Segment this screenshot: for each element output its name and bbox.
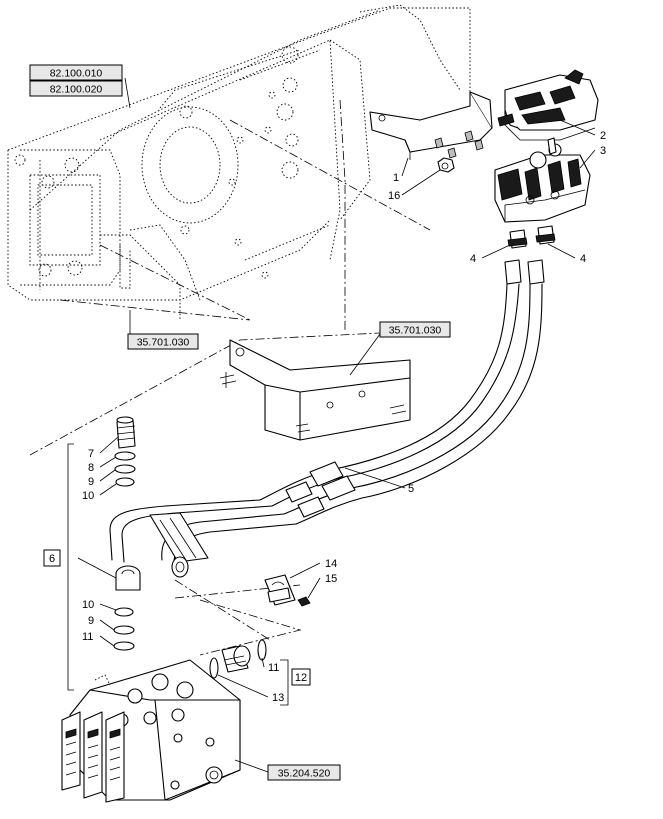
ref-box-frame-2[interactable]: 82.100.020 — [29, 80, 123, 97]
pipe-clamp — [264, 574, 311, 607]
callout-9-bottom: 9 — [88, 615, 94, 627]
ref-label-frame-1: 82.100.010 — [50, 68, 103, 80]
control-valve — [61, 659, 241, 803]
ref-box-bracket-right[interactable]: 35.701.030 — [379, 321, 451, 338]
callout-7: 7 — [88, 448, 94, 460]
callout-12: 12 — [295, 672, 307, 684]
callout-3: 3 — [600, 145, 606, 157]
adapter-fitting — [209, 639, 267, 679]
valve-cover — [497, 69, 599, 141]
callout-6: 6 — [49, 553, 55, 565]
ref-box-bracket-left[interactable]: 35.701.030 — [127, 333, 199, 350]
upper-bracket — [369, 91, 493, 160]
callout-13: 13 — [272, 692, 284, 704]
ref-label-valve: 35.204.520 — [278, 768, 331, 780]
valve-mount-bracket — [219, 339, 411, 441]
callout-2: 2 — [600, 130, 606, 142]
ref-label-bracket-left: 35.701.030 — [137, 337, 190, 349]
ref-box-valve[interactable]: 35.204.520 — [267, 764, 341, 781]
callout-labels: 1 16 2 3 4 4 5 7 8 9 10 10 9 11 14 15 11… — [82, 130, 606, 704]
valve-block — [494, 137, 591, 223]
hose-fittings — [507, 225, 556, 249]
callout-16: 16 — [388, 190, 400, 202]
callout-4-right: 4 — [580, 253, 586, 265]
callout-8: 8 — [88, 462, 94, 474]
ref-label-frame-2: 82.100.020 — [50, 84, 103, 96]
callout-12-box: 12 — [291, 668, 311, 686]
seal-stack-bottom — [113, 607, 135, 651]
callout-1: 1 — [393, 172, 399, 184]
callout-5: 5 — [408, 483, 414, 495]
callout-14: 14 — [325, 558, 337, 570]
callout-10-bottom: 10 — [82, 599, 94, 611]
callout-4-left: 4 — [470, 253, 476, 265]
ref-box-frame-1[interactable]: 82.100.010 — [29, 64, 123, 81]
pipe-assembly — [109, 499, 297, 591]
callout-11-left: 11 — [82, 631, 93, 643]
assembly-boundary-lines — [29, 99, 441, 656]
callout-15: 15 — [325, 573, 337, 585]
callout-10-top: 10 — [82, 490, 94, 502]
callout-6-box: 6 — [43, 549, 61, 567]
tractor-frame — [7, 4, 471, 320]
seal-stack-top — [114, 416, 136, 487]
callout-11-right: 11 — [268, 662, 279, 674]
callout-9-top: 9 — [88, 476, 94, 488]
hydraulic-hoses — [259, 259, 545, 525]
leader-lines — [67, 77, 596, 773]
ref-label-bracket-right: 35.701.030 — [389, 325, 442, 337]
